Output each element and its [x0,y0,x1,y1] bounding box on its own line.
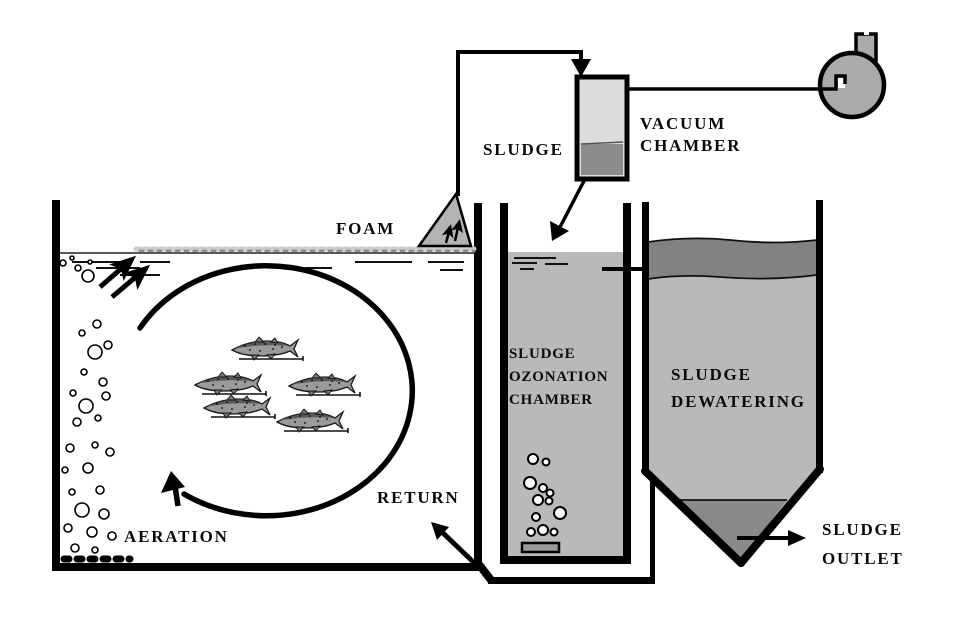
settled-sludge-top-layer [647,237,818,281]
foam-layer [133,246,477,253]
sludge-outlet-arrow-icon [737,530,806,546]
fish-tank-right-wall [474,203,482,570]
label-ozonation-line3: CHAMBER [509,392,593,408]
ozonation-right-wall [623,203,631,563]
ozonation-chamber [500,203,631,564]
dewatering-left-wall [642,202,649,474]
ozonation-bottom [500,556,631,564]
vacuum-pump-icon [627,31,887,120]
sludge-pipe [456,50,591,196]
fish-tank [52,191,482,571]
ozonation-surface-ripples [512,257,568,270]
label-dewatering: SLUDGE DEWATERING [671,361,806,415]
label-foam: FOAM [336,219,396,238]
label-aeration: AERATION [124,527,229,546]
label-sludge-outlet: SLUDGE OUTLET [822,515,904,573]
label-vacuum-chamber-line1: VACUUM [640,114,727,133]
vacuum-to-ozonation-arrow [550,180,586,241]
fish-tank-bottom [52,563,482,571]
diffuser-icon [520,541,561,554]
dewatering-right-wall [816,200,823,473]
ozonation-left-wall [500,203,508,563]
surface-flow-arrows-icon [98,255,151,299]
label-sludge-outlet-line2: OUTLET [822,549,904,568]
water-surface [60,252,474,276]
label-vacuum-chamber: VACUUM CHAMBER [640,113,741,157]
label-ozonation-line2: OZONATION [509,369,609,385]
label-dewatering-line2: DEWATERING [671,392,806,411]
label-sludge-outlet-line1: SLUDGE [822,520,903,539]
return-arrow-icon [431,522,492,580]
aeration-bubbles-icon [59,255,134,563]
label-sludge-feed: SLUDGE [483,140,564,159]
label-vacuum-chamber-line2: CHAMBER [640,136,742,155]
fish-tank-left-wall [52,200,60,570]
vacuum-chamber [574,74,630,182]
label-dewatering-line1: SLUDGE [671,365,752,384]
label-return: RETURN [377,488,460,507]
dewatering-tank [641,200,824,567]
label-ozonation-line1: SLUDGE [509,346,576,362]
foam-trap-icon [416,191,473,248]
ozone-bubbles-icon [523,453,567,537]
circulation-arrow-icon [137,263,416,519]
label-ozonation-chamber: SLUDGE OZONATION CHAMBER [509,343,608,412]
fish-school-icon [194,336,361,434]
settled-sludge-cone [675,500,787,560]
